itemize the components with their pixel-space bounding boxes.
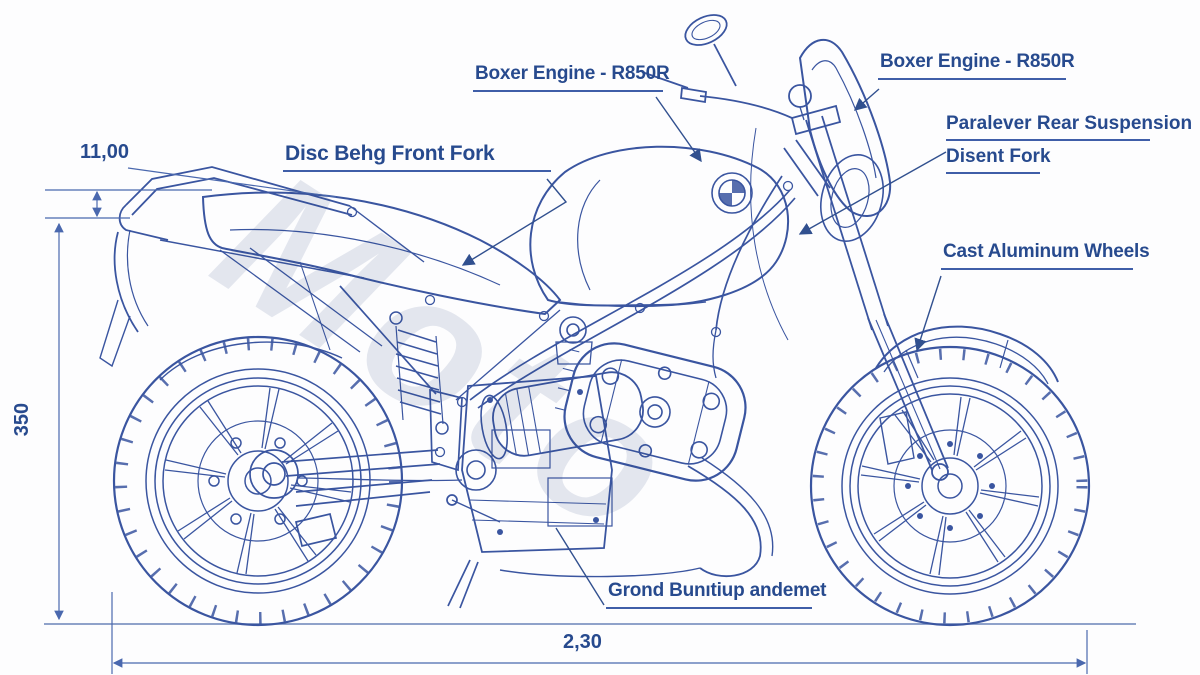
- mirror-handlebar: [641, 14, 842, 136]
- bmw-roundel-icon: [711, 172, 753, 214]
- rear-shock: [389, 311, 449, 435]
- label-paralever-rear-suspension: Paralever Rear Suspension Disent Fork: [946, 112, 1192, 174]
- dimension-rack-height: 11,00: [80, 141, 129, 163]
- front-fender: [875, 325, 1059, 385]
- dimension-wheelbase: 2,30: [563, 631, 602, 653]
- front-brake-caliper: [879, 411, 915, 465]
- rear-wheel: [112, 335, 404, 627]
- label-disc-front-fork: Disc Behg Front Fork: [283, 142, 551, 172]
- swingarm-paralever: [249, 449, 441, 548]
- dimension-lines: [45, 167, 1088, 674]
- label-boxer-engine-left: Boxer Engine - R850R: [473, 62, 670, 92]
- boxer-engine: [297, 316, 774, 578]
- front-wheel: [809, 345, 1091, 627]
- label-disent-fork: Disent Fork: [946, 145, 1051, 174]
- fuel-tank: [529, 145, 790, 308]
- label-paralever-line1: Paralever Rear Suspension: [946, 112, 1192, 141]
- label-boxer-engine-right: Boxer Engine - R850R: [878, 50, 1075, 80]
- dimension-overall-height: 350: [11, 402, 34, 437]
- joint-bolts: [346, 180, 794, 458]
- windscreen-cowl: [798, 38, 892, 243]
- frame: [339, 175, 796, 609]
- leader-lines: [461, 88, 947, 606]
- label-cast-aluminum-wheels: Cast Aluminum Wheels: [941, 240, 1150, 270]
- rear-bodywork: [99, 166, 425, 381]
- seat: [201, 191, 562, 316]
- front-fork: [750, 115, 949, 481]
- label-ground-clearance: Grond Bunıtiup andemet: [606, 579, 827, 609]
